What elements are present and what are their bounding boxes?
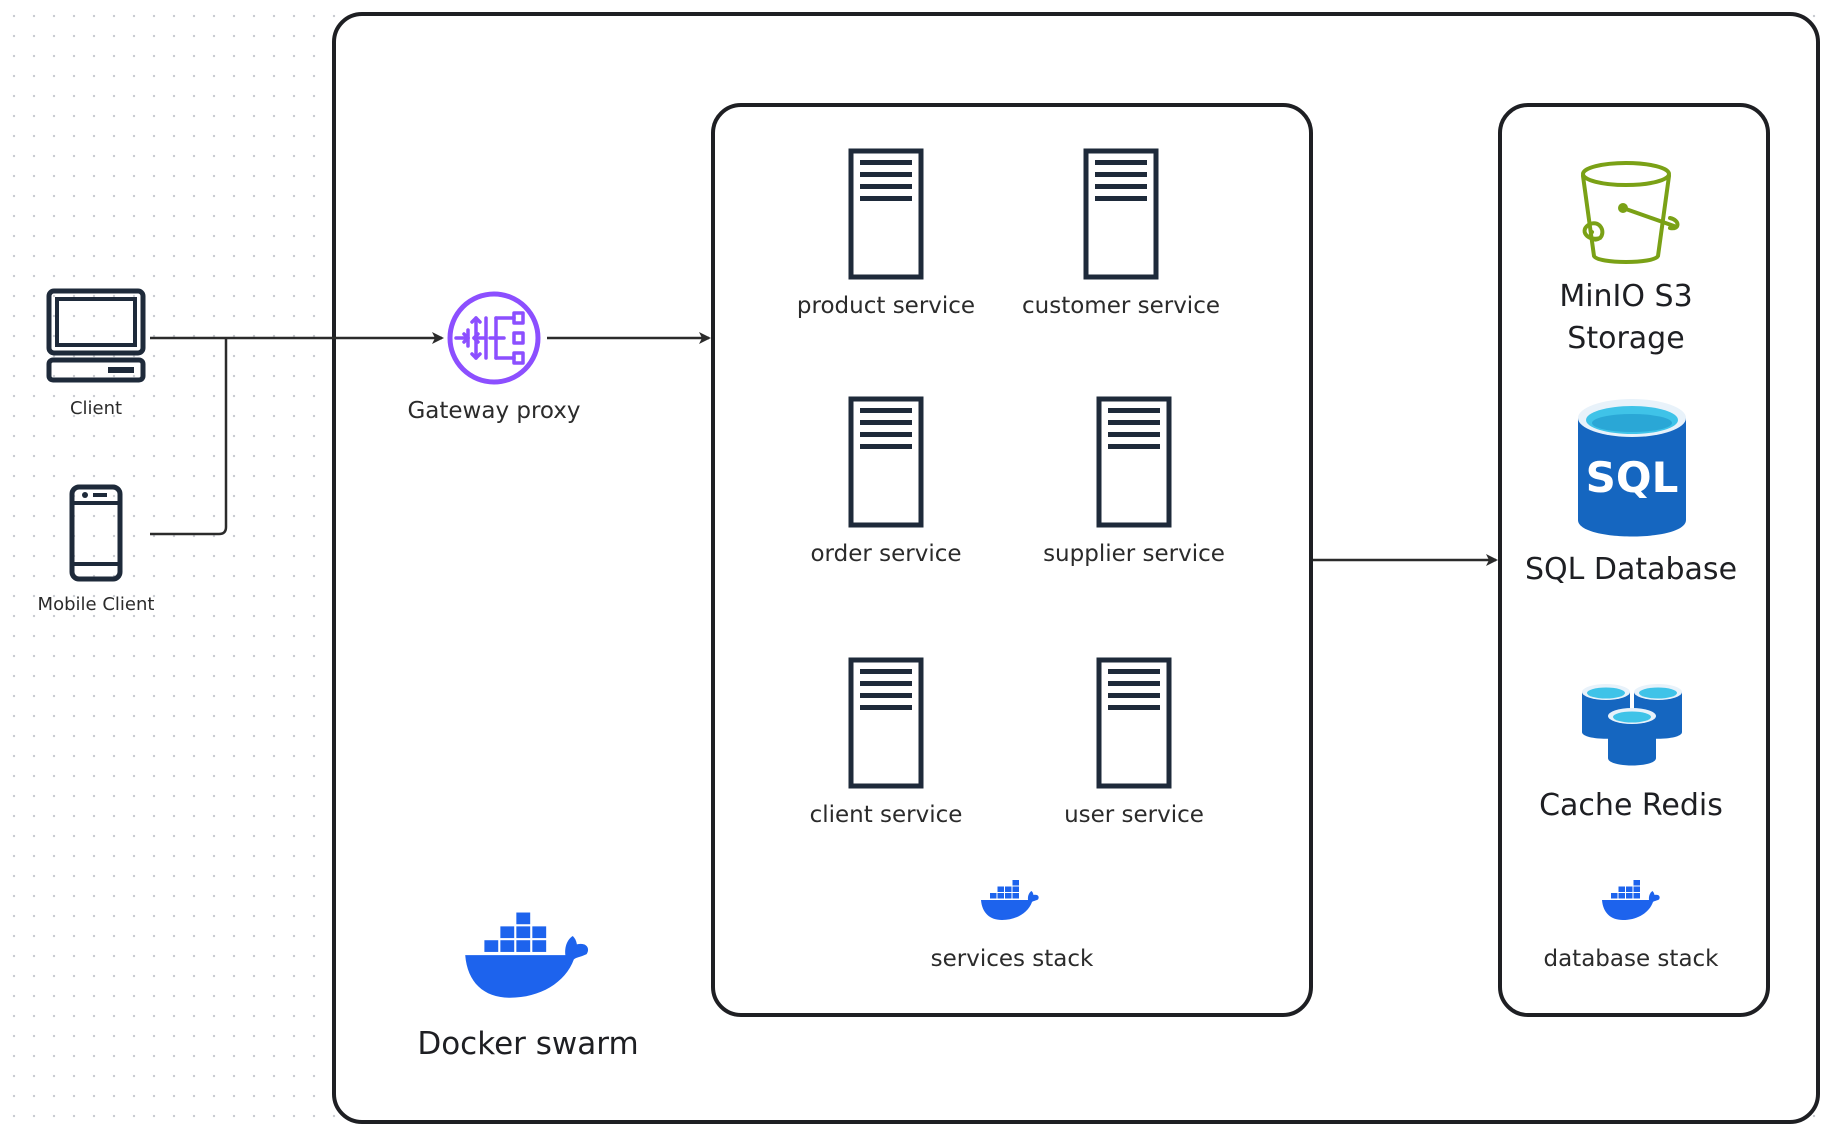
sql-icon-text: SQL xyxy=(1586,453,1679,502)
docker-swarm-label: Docker swarm xyxy=(417,1026,639,1062)
docker-whale-icon xyxy=(981,880,1039,920)
sql-database-label: SQL Database xyxy=(1524,552,1738,587)
services-stack-frame[interactable] xyxy=(711,103,1313,1017)
order-service-label: order service xyxy=(810,541,962,567)
server-icon[interactable] xyxy=(1096,396,1172,528)
gateway-proxy-label: Gateway proxy xyxy=(407,398,581,424)
customer-service-label: customer service xyxy=(1021,293,1221,319)
docker-whale-icon xyxy=(1602,880,1660,920)
minio-storage-label-line1: MinIO S3 xyxy=(1559,279,1693,314)
server-icon[interactable] xyxy=(848,396,924,528)
server-icon[interactable] xyxy=(1096,657,1172,789)
minio-storage-label-line2: Storage xyxy=(1567,321,1685,356)
database-stack-frame[interactable] xyxy=(1498,103,1770,1017)
server-icon[interactable] xyxy=(848,657,924,789)
gateway-icon[interactable] xyxy=(446,290,542,386)
s3-bucket-icon[interactable] xyxy=(1570,160,1682,266)
supplier-service-label: supplier service xyxy=(1043,541,1225,567)
sql-database-icon[interactable]: SQL xyxy=(1574,396,1690,542)
mobile-client-label: Mobile Client xyxy=(37,594,155,615)
server-icon[interactable] xyxy=(848,148,924,280)
client-service-label: client service xyxy=(809,802,963,828)
server-icon[interactable] xyxy=(1083,148,1159,280)
database-stack-label: database stack xyxy=(1543,946,1719,972)
cache-redis-label: Cache Redis xyxy=(1539,788,1723,823)
desktop-computer-icon[interactable] xyxy=(46,288,146,386)
cache-redis-icon[interactable] xyxy=(1580,682,1684,770)
minio-storage-label: MinIO S3 Storage xyxy=(1559,276,1692,360)
product-service-label: product service xyxy=(796,293,976,319)
mobile-phone-icon[interactable] xyxy=(69,484,123,582)
user-service-label: user service xyxy=(1064,802,1204,828)
mobile-to-gateway-connector[interactable] xyxy=(150,338,228,536)
docker-whale-icon xyxy=(465,912,589,998)
services-stack-label: services stack xyxy=(930,946,1094,972)
client-label: Client xyxy=(69,398,123,419)
